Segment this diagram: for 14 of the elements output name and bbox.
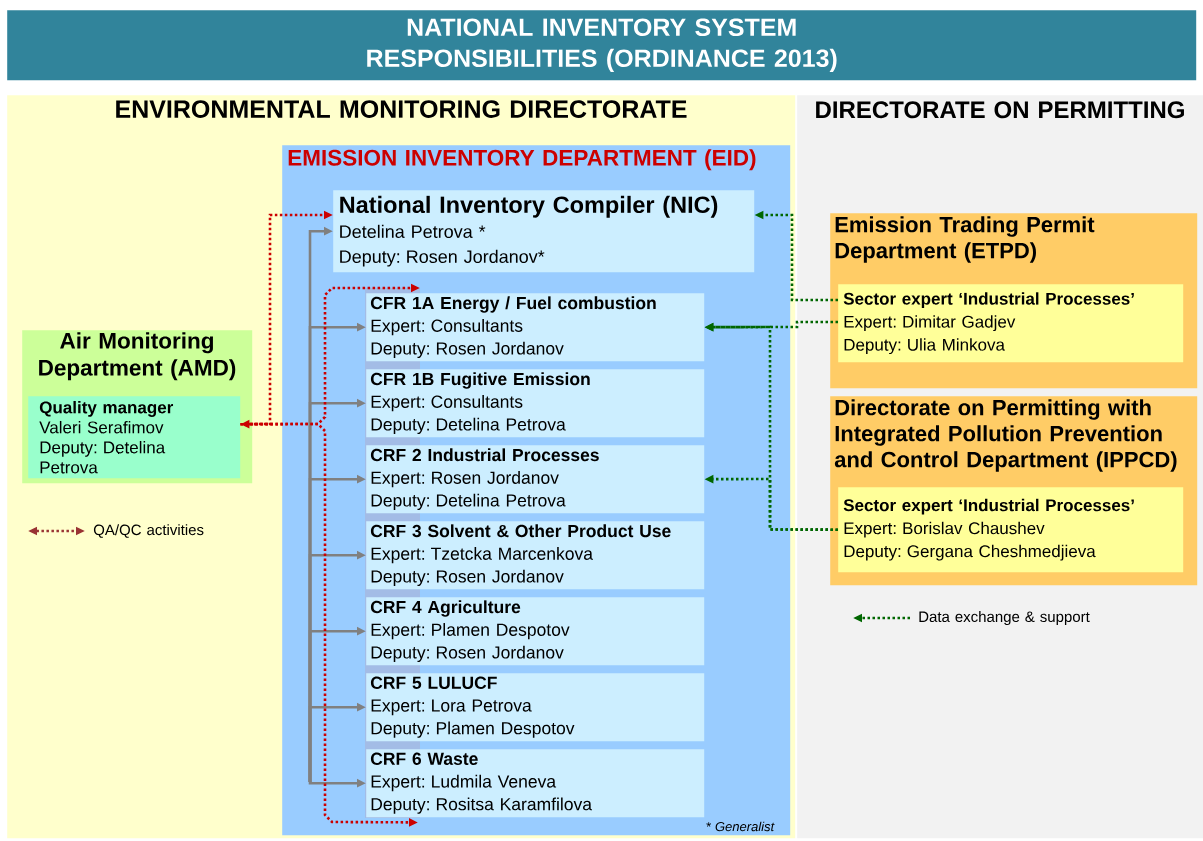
sector-box: CRF 3 Solvent & Other Product Use Expert: Tzetcka Marcenkova Deputy: Rosen Jordanov [366, 521, 705, 590]
expert-box: Sector expert ‘Industrial Processes’ Expert: Borislav Chaushev Deputy: Gergana Cheshmedjieva [838, 487, 1184, 573]
compiler-box: National Inventory Compiler (NIC) Detelina Petrova * Deputy: Rosen Jordanov* [333, 190, 755, 273]
person-box: Quality manager Valeri Serafimov Deputy: Detelina Petrova [28, 396, 241, 479]
sector-box: CRF 6 Waste Expert: Ludmila Veneva Deputy: Rositsa Karamfilova [366, 749, 705, 818]
expert-box: Sector expert ‘Industrial Processes’ Expert: Dimitar Gadjev Deputy: Ulia Minkova [838, 284, 1184, 363]
sector-box: CFR 1B Fugitive Emission Expert: Consultants Deputy: Detelina Petrova [366, 369, 705, 438]
sector-box: CRF 5 LULUCF Expert: Lora Petrova Deputy: Plamen Despotov [366, 673, 705, 742]
legend-text: Data exchange & support [919, 611, 1090, 625]
sector-box: CRF 2 Industrial Processes Expert: Rosen Jordanov Deputy: Detelina Petrova [366, 445, 705, 514]
sector-box: CFR 1A Energy / Fuel combustion Expert: Consultants Deputy: Rosen Jordanov [366, 293, 705, 362]
legend-text: QA/QC activities [93, 524, 204, 538]
sector-box: CRF 4 Agriculture Expert: Plamen Despotov Deputy: Rosen Jordanov [366, 597, 705, 666]
title-banner: NATIONAL INVENTORY SYSTEM RESPONSIBILITIES (ORDINANCE 2013) [7, 10, 1197, 81]
